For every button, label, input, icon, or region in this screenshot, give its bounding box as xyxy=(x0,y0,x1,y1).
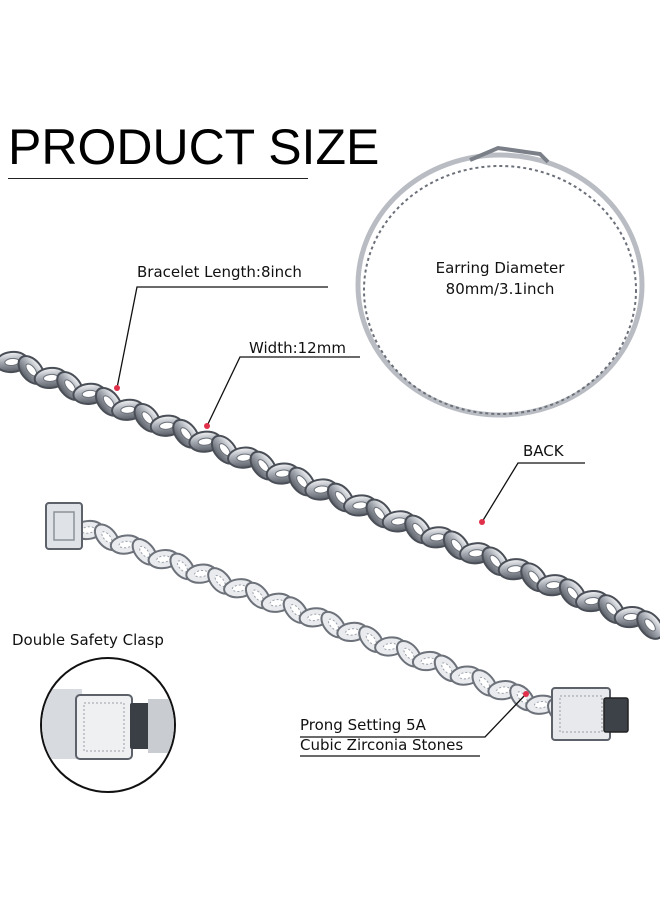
bracelet-length-leader xyxy=(116,286,328,389)
clasp-detail-icon xyxy=(42,689,174,760)
earring-label-line2: 80mm/3.1inch xyxy=(445,280,555,298)
double-clasp-label: Double Safety Clasp xyxy=(12,631,164,649)
back-leader xyxy=(481,462,585,523)
earring-diameter-label: Earring Diameter 80mm/3.1inch xyxy=(420,258,580,300)
iced-bracelet xyxy=(72,519,573,726)
prong-marker xyxy=(523,691,529,697)
bracelet-box-clasp xyxy=(551,687,629,741)
bracelet-clasp-end xyxy=(45,502,83,550)
back-marker xyxy=(479,519,485,525)
bracelet-length-label: Bracelet Length:8inch xyxy=(137,263,302,281)
prong-label-line2: Cubic Zirconia Stones xyxy=(300,736,464,754)
page-title: PRODUCT SIZE xyxy=(8,119,380,175)
earring-hoop xyxy=(355,145,645,418)
title-underline xyxy=(8,178,308,179)
width-marker xyxy=(204,423,210,429)
back-label: BACK xyxy=(523,442,564,460)
width-leader xyxy=(206,356,360,427)
prong-leader xyxy=(300,693,527,738)
earring-label-line1: Earring Diameter xyxy=(435,259,565,277)
chain-link-hole xyxy=(644,618,656,632)
clasp-detail-inset xyxy=(40,657,176,793)
bracelet-length-marker xyxy=(114,385,120,391)
plain-bracelet xyxy=(0,350,660,640)
width-label: Width:12mm xyxy=(249,339,346,357)
prong-label-line1: Prong Setting 5A xyxy=(300,716,426,734)
